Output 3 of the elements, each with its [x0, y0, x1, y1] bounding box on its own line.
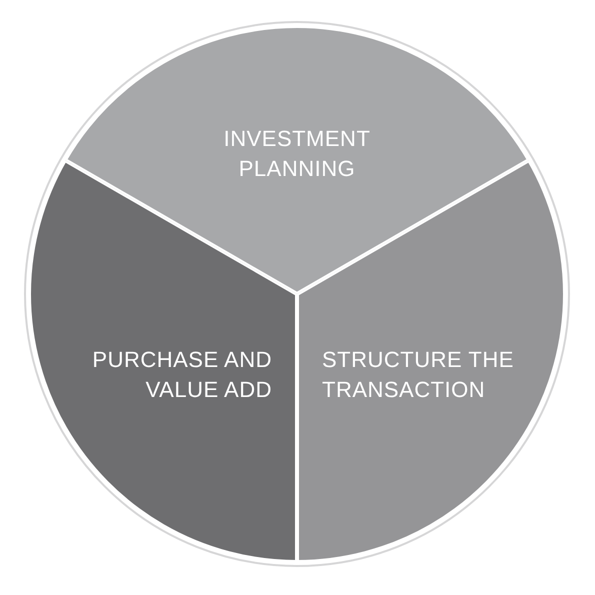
segment-label: PURCHASE AND VALUE ADD: [91, 346, 272, 404]
segment-label: STRUCTURE THE TRANSACTION: [322, 346, 515, 404]
segment-label: INVESTMENT PLANNING: [222, 125, 372, 183]
